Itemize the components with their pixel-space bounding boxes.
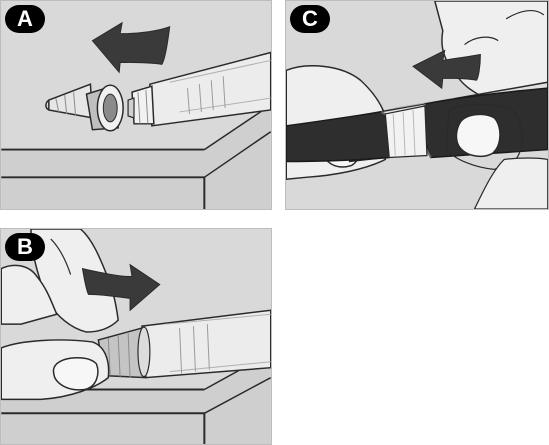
table-surface [1,104,271,209]
direction-arrow-right [81,263,161,312]
direction-arrow-left [412,49,481,90]
lower-right-hand [473,157,548,209]
panel-b-illustration [1,229,271,444]
right-thumb [446,104,523,170]
injection-pen [141,309,271,379]
panel-b-pull-pen: B [0,228,272,445]
needle-cap [97,326,151,379]
panel-a-illustration [1,1,271,209]
step-badge-b: B [5,233,45,261]
direction-arrow-left [91,21,171,74]
panel-a-remove-cap: A [0,0,272,210]
step-badge-a: A [5,5,45,33]
panel-c-hold-pen: C [285,0,549,210]
pen-window [384,105,428,159]
injection-pen [127,51,271,127]
inner-cap [85,84,124,132]
panel-c-illustration [286,1,548,209]
lower-hand [1,339,110,401]
step-badge-c: C [290,5,330,33]
upper-hand [1,229,119,333]
